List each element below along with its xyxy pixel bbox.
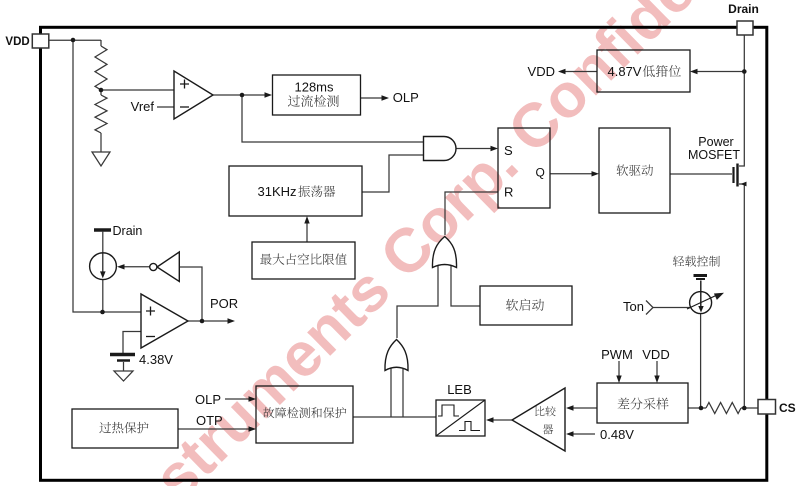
- svg-text:Ton: Ton: [623, 299, 644, 314]
- svg-text:Drain: Drain: [728, 2, 759, 16]
- svg-text:0.48V: 0.48V: [600, 427, 634, 442]
- svg-text:4.87V: 4.87V: [608, 64, 642, 79]
- svg-text:OTP: OTP: [196, 413, 223, 428]
- svg-text:OLP: OLP: [195, 392, 221, 407]
- svg-text:Q: Q: [536, 166, 545, 180]
- svg-text:Drain: Drain: [113, 224, 143, 238]
- svg-text:LEB: LEB: [447, 382, 472, 397]
- svg-text:Power: Power: [698, 135, 733, 149]
- svg-text:S: S: [504, 143, 513, 158]
- svg-text:VDD: VDD: [528, 64, 555, 79]
- svg-text:CS: CS: [779, 401, 796, 415]
- svg-text:PWM: PWM: [601, 347, 633, 362]
- svg-text:MOSFET: MOSFET: [688, 148, 740, 162]
- svg-text:VDD: VDD: [5, 36, 29, 48]
- svg-text:31KHz: 31KHz: [258, 184, 297, 199]
- svg-text:POR: POR: [210, 296, 238, 311]
- svg-text:VDD: VDD: [642, 347, 669, 362]
- svg-text:128ms: 128ms: [294, 80, 334, 95]
- svg-text:Vref: Vref: [131, 99, 155, 114]
- svg-text:4.38V: 4.38V: [139, 352, 173, 367]
- svg-text:R: R: [504, 185, 513, 200]
- svg-text:OLP: OLP: [393, 90, 419, 105]
